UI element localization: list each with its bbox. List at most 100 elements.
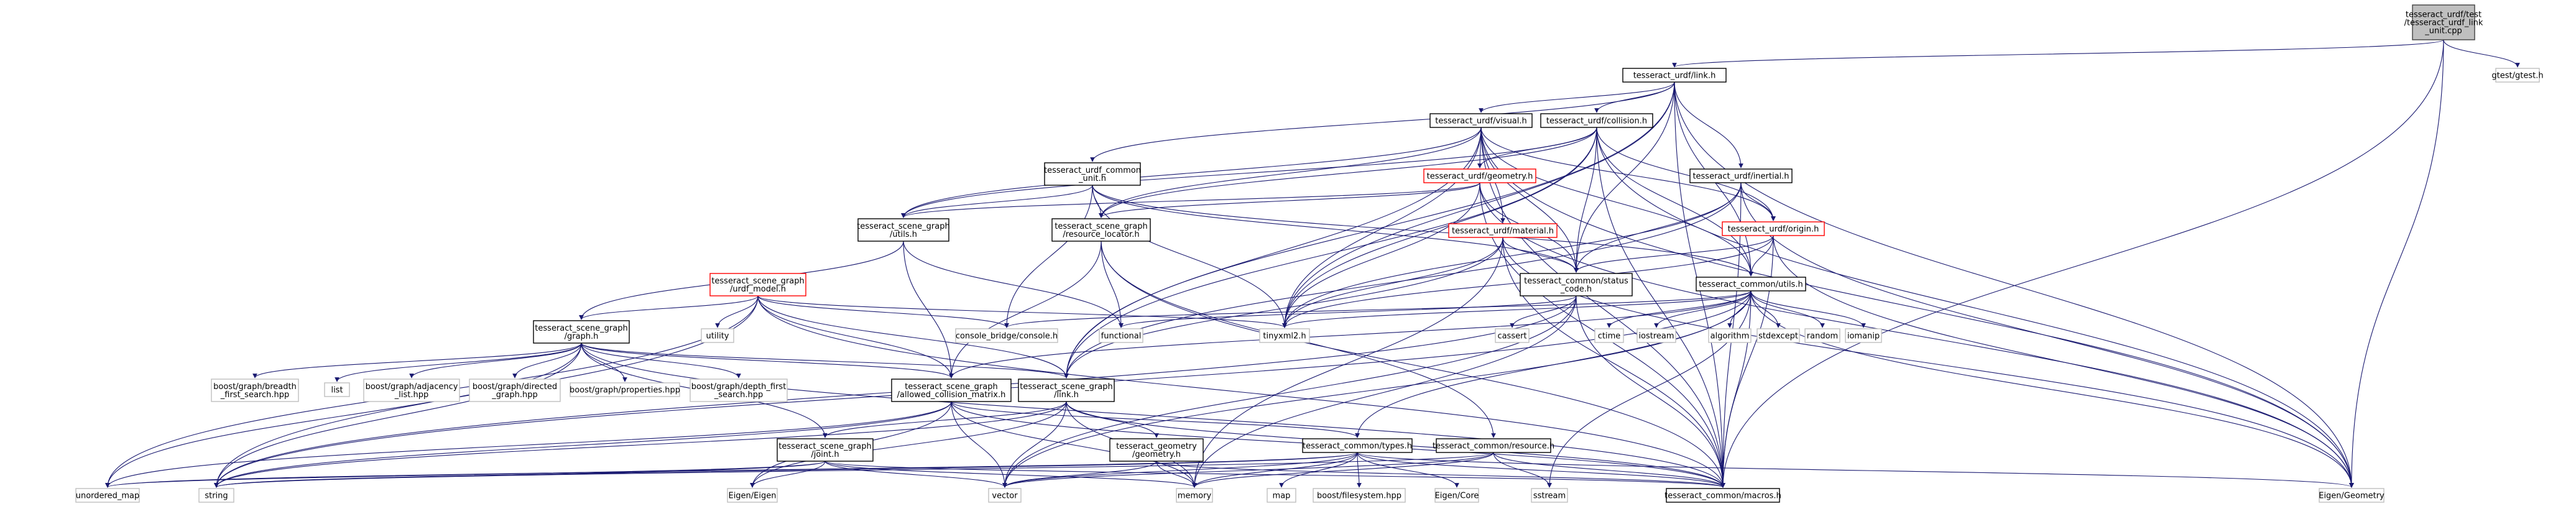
edge-acm_h-to-vector	[951, 401, 1007, 488]
node-stdexcept: stdexcept	[1757, 328, 1800, 343]
edge-common_utils-to-random	[1750, 290, 1825, 328]
edge-graph_h-to-sg_link	[581, 342, 1069, 379]
node-acm-h[interactable]: tesseract_scene_graph/allowed_collision_…	[891, 379, 1012, 402]
node-box	[1313, 488, 1406, 503]
edge-status_code-to-cassert	[1510, 295, 1577, 328]
node-label: _unit.h	[1078, 174, 1106, 183]
node-sg-utils[interactable]: tesseract_scene_graph/utils.h	[857, 218, 950, 242]
node-cassert: cassert	[1495, 328, 1530, 343]
edge-common_types-to-common_macros	[1357, 452, 1725, 488]
node-label: tesseract_common/resource.h	[1433, 442, 1554, 451]
edge-graph_h-to-string	[214, 342, 582, 488]
node-label: _list.hpp	[394, 390, 428, 400]
node-root[interactable]: tesseract_urdf/test/tesseract_urdf_link_…	[2404, 4, 2483, 40]
node-box	[1540, 113, 1653, 128]
node-label: stdexcept	[1758, 332, 1798, 341]
node-label: boost/graph/depth_first	[691, 382, 787, 392]
node-label: boost/graph/breadth	[213, 382, 297, 392]
edge-common_utils-to-acm_h	[949, 290, 1752, 379]
edge-status_code-to-common_macros	[1576, 295, 1725, 488]
node-box	[1520, 273, 1633, 296]
node-box	[1845, 328, 1882, 343]
node-boost-fs: boost/filesystem.hpp	[1313, 488, 1406, 503]
edge-common_types-to-vector	[1002, 452, 1358, 488]
edge-sg_link-to-string	[214, 401, 1067, 488]
node-label: /geometry.h	[1132, 450, 1181, 459]
node-link-h[interactable]: tesseract_urdf/link.h	[1622, 68, 1727, 83]
node-box	[1637, 328, 1676, 343]
edge-link_h-to-inertial_h	[1674, 81, 1743, 168]
node-common-macros[interactable]: tesseract_common/macros.h	[1664, 488, 1781, 503]
edge-res_locator-to-functional	[1101, 241, 1124, 328]
edge-link_h-to-common_unit	[1090, 81, 1675, 162]
node-iostream: iostream	[1637, 328, 1676, 343]
node-label: iomanip	[1847, 332, 1880, 341]
node-tinyxml2: tinyxml2.h	[1259, 328, 1310, 343]
edge-common_utils-to-eigen_geometry	[1750, 290, 2354, 488]
node-box	[690, 379, 788, 402]
node-box	[1495, 328, 1530, 343]
edge-link_h-to-collision_h	[1594, 81, 1675, 113]
node-common-resource[interactable]: tesseract_common/resource.h	[1433, 438, 1554, 453]
node-material-h[interactable]: tesseract_urdf/material.h	[1448, 223, 1558, 238]
node-label: string	[205, 492, 228, 501]
edge-visual_h-to-eigen_geometry	[1480, 127, 2354, 488]
node-common-utils[interactable]: tesseract_common/utils.h	[1696, 277, 1806, 291]
node-res-locator[interactable]: tesseract_scene_graph/resource_locator.h	[1051, 218, 1151, 242]
node-box	[1594, 328, 1624, 343]
edge-common_types-to-map	[1279, 452, 1358, 488]
edge-inertial_h-to-status_code	[1574, 182, 1742, 273]
node-box	[1109, 438, 1204, 462]
edge-sg_joint-to-vector	[824, 461, 1007, 488]
node-origin-h[interactable]: tesseract_urdf/origin.h	[1722, 221, 1825, 236]
node-geometry-h[interactable]: tesseract_urdf/geometry.h	[1423, 168, 1536, 183]
nodes-layer: tesseract_urdf/test/tesseract_urdf_link _…	[75, 4, 2544, 503]
node-label: /link.h	[1054, 390, 1079, 400]
node-label: /utils.h	[890, 230, 917, 239]
node-common-types[interactable]: tesseract_common/types.h	[1302, 438, 1413, 453]
node-label: tesseract_urdf/test	[2406, 11, 2481, 20]
edge-collision_h-to-sg_utils	[901, 127, 1597, 218]
node-eigen-core: Eigen/Core	[1434, 488, 1479, 503]
node-box	[1018, 379, 1115, 402]
edge-common_utils-to-console_bridge	[1004, 290, 1752, 328]
node-common-unit[interactable]: tesseract_urdf_common_unit.h	[1044, 162, 1141, 186]
edge-sg_link-to-geo_geometry	[1066, 401, 1159, 438]
node-box	[1259, 328, 1310, 343]
node-label: /tesseract_urdf_link	[2404, 19, 2483, 28]
node-status-code[interactable]: tesseract_common/status_code.h	[1520, 273, 1633, 296]
edge-sg_link-to-vector	[1002, 401, 1067, 488]
node-label: memory	[1178, 492, 1212, 501]
edge-acm_h-to-memory	[951, 401, 1197, 488]
edge-graph_h-to-unordered_map	[105, 342, 582, 488]
node-label: random	[1807, 332, 1838, 341]
edge-sg_joint-to-string	[214, 461, 826, 488]
node-box	[570, 382, 680, 397]
node-graph-h[interactable]: tesseract_scene_graph/graph.h	[533, 320, 630, 344]
node-label: tesseract_urdf/geometry.h	[1427, 172, 1533, 181]
edge-common_resource-to-memory	[1192, 452, 1494, 488]
node-sg-joint[interactable]: tesseract_scene_graph/joint.h	[777, 438, 874, 462]
node-box	[469, 379, 561, 402]
node-geo-geometry[interactable]: tesseract_geometry/geometry.h	[1109, 438, 1204, 462]
edge-urdf_model-to-console_bridge	[757, 295, 1009, 328]
node-box	[2495, 68, 2540, 83]
node-urdf-model[interactable]: tesseract_scene_graph/urdf_model.h	[709, 273, 806, 296]
node-algorithm: algorithm	[1708, 328, 1752, 343]
node-inertial-h[interactable]: tesseract_urdf/inertial.h	[1689, 168, 1793, 183]
edge-res_locator-to-common_macros	[1101, 241, 1725, 488]
node-sg-link[interactable]: tesseract_scene_graph/link.h	[1018, 379, 1115, 402]
node-box	[1051, 218, 1151, 242]
node-box	[1044, 162, 1141, 186]
edge-graph_h-to-boost_dfs	[581, 342, 741, 379]
edge-graph_h-to-acm_h	[581, 342, 954, 379]
node-label: tesseract_urdf/material.h	[1452, 227, 1554, 236]
edge-collision_h-to-origin_h	[1596, 127, 1776, 221]
edge-inertial_h-to-eigen_geometry	[1740, 182, 2354, 488]
node-collision-h[interactable]: tesseract_urdf/collision.h	[1540, 113, 1653, 128]
edge-material_h-to-sg_link	[1064, 237, 1503, 379]
edge-common_unit-to-res_locator	[1092, 185, 1104, 218]
node-label: iostream	[1638, 332, 1674, 341]
node-visual-h[interactable]: tesseract_urdf/visual.h	[1429, 113, 1533, 128]
node-label: Eigen/Eigen	[728, 492, 776, 501]
